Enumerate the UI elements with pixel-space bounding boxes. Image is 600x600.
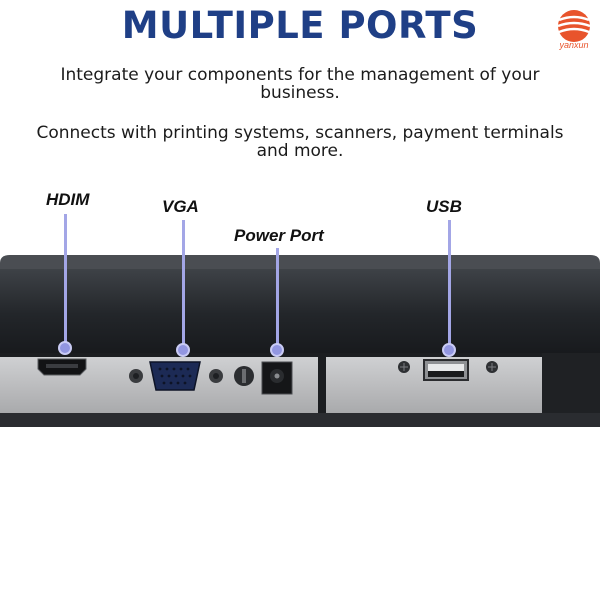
- page-title: MULTIPLE PORTS: [121, 4, 479, 47]
- description-integrate: Integrate your components for the manage…: [60, 65, 540, 103]
- pointer-line-power: [276, 248, 279, 350]
- pointer-dot-power: [270, 343, 284, 357]
- brand-name: yanxun: [559, 40, 589, 50]
- pointer-line-hdmi: [64, 214, 67, 348]
- pointer-dot-vga: [176, 343, 190, 357]
- pointer-line-vga: [182, 220, 185, 350]
- terminal-port-panel: [0, 255, 600, 427]
- pointer-line-usb: [448, 220, 451, 350]
- port-label-power: Power Port: [234, 226, 324, 245]
- pointer-dot-usb: [442, 343, 456, 357]
- yanxun-logo-icon: [557, 10, 591, 42]
- description-connects: Connects with printing systems, scanners…: [36, 123, 564, 161]
- pointer-dot-hdmi: [58, 341, 72, 355]
- port-label-usb: USB: [426, 197, 462, 216]
- port-label-hdmi: HDIM: [46, 190, 90, 209]
- port-label-vga: VGA: [162, 197, 199, 216]
